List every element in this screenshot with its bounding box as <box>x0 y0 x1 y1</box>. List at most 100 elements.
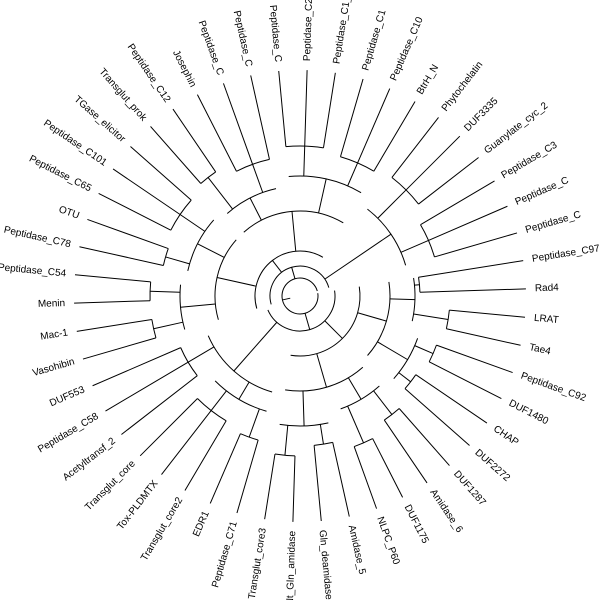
leaf-label: Tox-PLDMTX <box>115 478 160 532</box>
terminal-branch <box>74 300 151 304</box>
leaf-label: Amidase_6 <box>427 487 464 535</box>
leaf-label: Peptidase_C65 <box>27 153 93 194</box>
leaf-label: Peptidase_C97 <box>531 243 600 265</box>
terminal-branch <box>92 347 181 387</box>
clade-stem <box>272 260 283 273</box>
clade-arc <box>314 441 333 446</box>
terminal-branch <box>264 453 276 520</box>
leaf-label: Peptidase_C54 <box>0 262 67 279</box>
clade-stem <box>207 177 233 210</box>
clade-stem <box>347 405 365 444</box>
clade-stem <box>291 267 296 279</box>
leaf-label: Peptidase_C10 <box>388 15 425 83</box>
leaf-label: Peptidase_C1 <box>360 8 388 72</box>
clade-stem <box>150 290 181 293</box>
terminal-branch <box>428 205 508 241</box>
terminal-branch <box>405 135 461 191</box>
terminal-branch <box>209 433 241 504</box>
terminal-branch <box>139 398 198 457</box>
terminal-branch <box>418 260 524 278</box>
clade-stem <box>398 372 411 383</box>
terminal-branch <box>391 117 439 178</box>
terminal-branch <box>150 126 202 184</box>
clade-stem <box>373 390 393 415</box>
leaf-label: Peptidase_C1_2 <box>331 0 354 65</box>
leaf-label: Peptidase_C <box>196 19 226 77</box>
terminal-branch <box>398 408 450 466</box>
leaf-label: Peptidase_C <box>514 175 571 208</box>
terminal-branch <box>74 274 151 283</box>
terminal-branch <box>250 75 270 160</box>
leaf-label: Transglut_core <box>83 458 138 513</box>
terminal-branch <box>196 94 237 172</box>
clade-stem <box>153 321 183 330</box>
clade-stem <box>291 211 297 252</box>
leaf-label: DUF1175 <box>402 503 431 546</box>
leaf-label: DUF553 <box>48 384 87 409</box>
terminal-branch <box>357 88 391 164</box>
terminal-branch <box>172 108 217 173</box>
leaf-label: Peptidase_C92 <box>519 371 587 405</box>
terminal-branch <box>373 101 416 172</box>
clade-arc <box>267 290 336 332</box>
terminal-branch <box>436 344 513 374</box>
terminal-branch <box>112 168 181 215</box>
leaf-label: Nt_Gln_amidase <box>285 530 298 600</box>
clade-arc <box>404 374 417 389</box>
terminal-branch <box>98 192 172 231</box>
clade-stem <box>324 233 392 280</box>
clade-arc <box>428 344 437 363</box>
clade-stem <box>197 243 225 258</box>
terminal-branch <box>446 328 521 346</box>
terminal-branch <box>82 337 157 360</box>
terminal-branch <box>76 318 152 332</box>
leaf-label: Peptidase_C71 <box>210 520 240 589</box>
terminal-branch <box>121 375 198 435</box>
clade-arc <box>243 210 344 233</box>
leaf-label: Gln_deamidase <box>316 529 334 600</box>
leaf-label: Mac-1 <box>40 327 70 342</box>
terminal-branch <box>292 455 296 522</box>
terminal-branch <box>428 361 502 400</box>
clade-arc <box>418 277 421 293</box>
clade-stem <box>377 189 407 219</box>
clade-stem <box>303 146 306 177</box>
leaf-label: Peptidase_C3 <box>500 140 560 182</box>
terminal-branch <box>332 442 350 517</box>
clade-stem <box>249 197 262 221</box>
leaf-label: Rad4 <box>535 282 560 294</box>
clade-arc <box>445 310 450 329</box>
leaf-label: TGase_elicitor <box>72 94 128 145</box>
terminal-branch <box>313 445 322 522</box>
terminal-branch <box>79 246 164 266</box>
clade-arc <box>384 408 400 421</box>
terminal-branch <box>434 232 518 258</box>
clade-arc <box>200 171 216 184</box>
leaf-label: DUF1287 <box>451 469 488 509</box>
clade-stem <box>347 162 359 187</box>
leaf-label: Peptidase_C58 <box>36 411 101 456</box>
tree-branches <box>74 70 526 522</box>
leaf-label: Peptidase_C2 <box>302 0 315 61</box>
leaf-label: Phytochelatin <box>440 60 485 114</box>
clade-arc <box>170 199 192 231</box>
terminal-branch <box>278 70 287 147</box>
leaf-label: Peptidase_C <box>524 209 582 236</box>
leaf-label: DUF1480 <box>507 398 551 427</box>
clade-stem <box>413 313 449 320</box>
clade-stem <box>252 164 264 193</box>
leaf-label: Amidase_5 <box>346 524 368 576</box>
terminal-branch <box>222 83 254 165</box>
terminal-branch <box>415 374 488 424</box>
leaf-label: Peptidase_C <box>231 10 254 68</box>
leaf-label: LRAT <box>533 313 559 326</box>
leaf-label: OTU <box>57 204 81 222</box>
clade-stem <box>318 178 327 214</box>
leaf-label: BtrH_N <box>415 63 441 97</box>
leaf-label: Josephin <box>170 49 198 90</box>
clade-stem <box>187 346 215 363</box>
leaf-label: Acetyltransf_2 <box>61 436 118 484</box>
terminal-branch <box>353 446 378 509</box>
clade-stem <box>347 377 362 400</box>
